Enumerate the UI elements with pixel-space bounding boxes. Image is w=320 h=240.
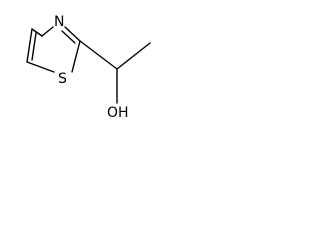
thiazole-ring bbox=[26, 26, 81, 73]
hydroxyl-label: OH bbox=[107, 105, 129, 121]
bond-c2-ch bbox=[79, 40, 118, 70]
bond-n3-c2-inner bbox=[61, 30, 76, 44]
bond-c4-ring-link bbox=[31, 28, 43, 37]
bond-ch-methyl bbox=[116, 42, 151, 70]
bond-c4-n3 bbox=[41, 26, 54, 37]
sulfur-label: S bbox=[58, 71, 67, 87]
bond-c2-s1 bbox=[71, 40, 81, 73]
nitrogen-label: N bbox=[54, 14, 64, 30]
molecule-structure: N S OH bbox=[26, 14, 151, 121]
bond-s1-c5 bbox=[26, 61, 55, 73]
bond-c5-c4-outer bbox=[26, 28, 33, 63]
bond-c5-c4-inner bbox=[31, 32, 37, 61]
bond-n3-c2-outer bbox=[64, 26, 81, 42]
side-chain bbox=[79, 40, 151, 104]
